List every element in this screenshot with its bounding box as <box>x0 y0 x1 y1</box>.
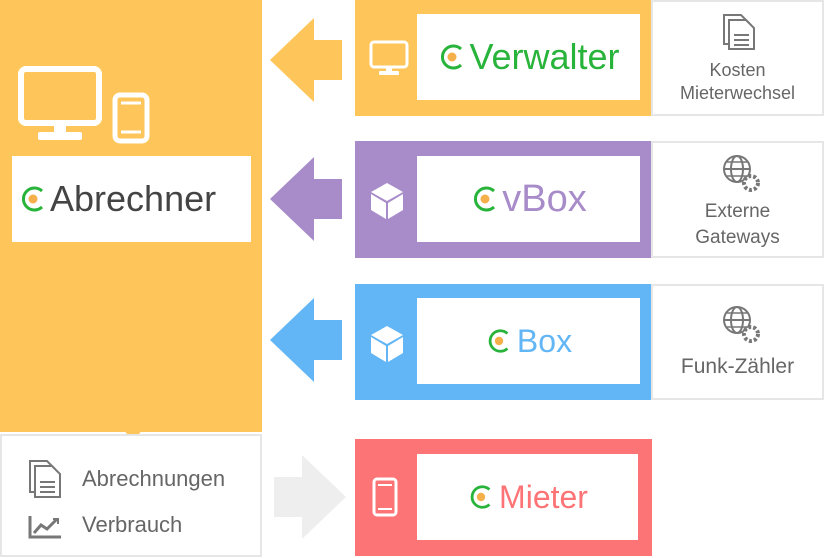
box-label: Box <box>516 322 573 359</box>
info-gateways: Gateways <box>695 227 780 248</box>
abrechner-outputs-panel: Abrechnungen Verbrauch <box>0 434 262 557</box>
box-logo: Box <box>417 298 640 384</box>
logo-c-icon <box>470 485 491 509</box>
vbox-info: Externe Gateways <box>651 141 824 258</box>
verwalter-logo: Verwalter <box>417 14 640 100</box>
verwalter-label: Verwalter <box>469 36 620 77</box>
abrechner-label: Abrechner <box>50 178 217 219</box>
mieter-logo: Mieter <box>417 454 638 540</box>
box-bar: Box <box>355 284 668 400</box>
logo-c-icon <box>474 186 496 212</box>
chart-icon <box>28 516 61 539</box>
vbox-label: vBox <box>502 177 587 220</box>
arrow-left-box <box>270 298 342 382</box>
verwalter-bar: Verwalter <box>355 0 668 116</box>
abrechner-logo: Abrechner <box>12 156 251 242</box>
monitor-icon <box>369 40 409 75</box>
mieter-bar: Mieter <box>355 439 652 556</box>
info-kosten: Kosten <box>709 60 766 80</box>
logo-c-icon <box>22 186 44 212</box>
box-info: Funk-Zähler <box>651 284 824 400</box>
logo-c-icon <box>488 329 509 353</box>
info-externe: Externe <box>704 201 771 222</box>
cube-icon <box>371 326 403 362</box>
smartphone-icon <box>112 92 150 144</box>
output-label-verbrauch: Verbrauch <box>82 512 183 537</box>
arrow-left-verwalter <box>270 18 342 102</box>
logo-c-icon <box>441 44 463 70</box>
monitor-icon <box>18 66 102 140</box>
mieter-label: Mieter <box>499 478 588 515</box>
verwalter-info: Kosten Mieterwechsel <box>651 0 824 116</box>
info-funk-zaehler: Funk-Zähler <box>680 355 795 378</box>
document-icon <box>29 460 61 498</box>
cube-icon <box>371 183 403 219</box>
document-icon <box>723 14 755 50</box>
output-label-abrechnungen: Abrechnungen <box>82 466 226 491</box>
globe-gear-icon <box>723 155 760 192</box>
arrow-left-vbox <box>270 157 342 241</box>
smartphone-icon <box>372 477 398 517</box>
vbox-logo: vBox <box>417 156 640 242</box>
globe-gear-icon <box>723 306 760 343</box>
vbox-bar: vBox <box>355 141 668 258</box>
arrow-right-mieter <box>274 455 346 539</box>
info-mieterwechsel: Mieterwechsel <box>679 83 796 103</box>
